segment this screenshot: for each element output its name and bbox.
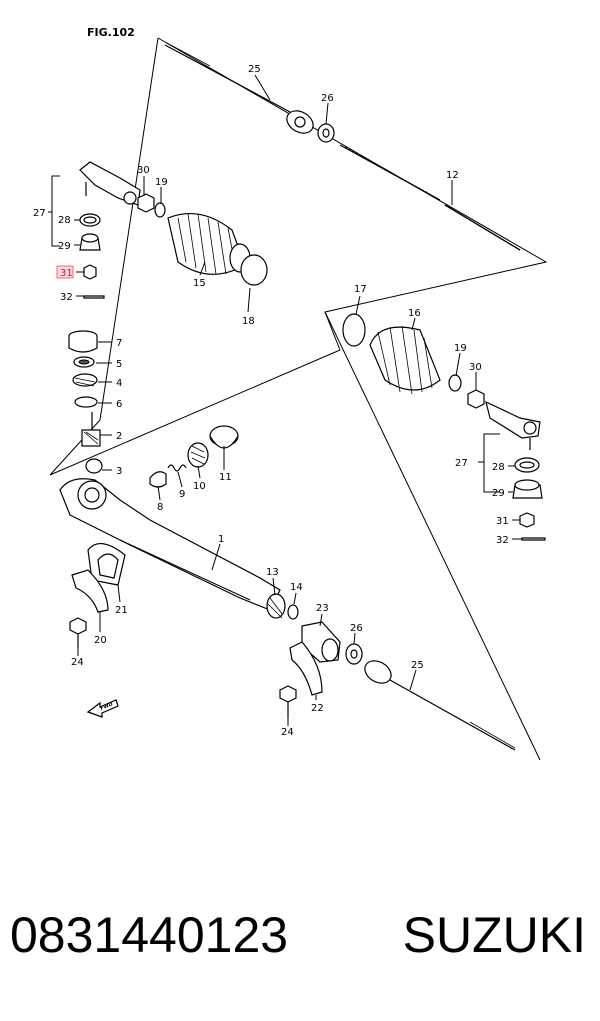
seal-28-lower xyxy=(514,457,540,473)
callout-24: 24 xyxy=(281,727,294,738)
bearing-3 xyxy=(85,458,103,474)
bushing-13 xyxy=(266,593,286,619)
callout-15: 15 xyxy=(193,278,206,289)
seat-29-upper xyxy=(79,233,101,251)
callout-9: 9 xyxy=(179,489,185,500)
tie-rod-end-right xyxy=(485,400,541,450)
callout-12: 12 xyxy=(446,170,459,181)
callout-8: 8 xyxy=(157,502,163,513)
callout-3: 3 xyxy=(116,466,122,477)
callout-13: 13 xyxy=(266,567,279,578)
brand-name: SUZUKI xyxy=(402,907,586,963)
seat-29-lower xyxy=(512,479,543,499)
part-number: 0831440123 xyxy=(10,907,289,963)
ring-6 xyxy=(74,396,98,408)
callout-31-highlight xyxy=(56,265,74,279)
callout-32: 32 xyxy=(496,535,509,546)
clamp-17 xyxy=(342,313,366,347)
callout-29: 29 xyxy=(492,488,505,499)
callout-14: 14 xyxy=(290,582,303,593)
callout-29: 29 xyxy=(58,241,71,252)
bracket-22 xyxy=(289,641,323,696)
callout-7: 7 xyxy=(116,338,122,349)
callout-25: 25 xyxy=(411,660,424,671)
callout-28: 28 xyxy=(492,462,505,473)
frame-lines xyxy=(49,37,548,761)
steering-rack-exploded-diagram: FIG.102 xyxy=(33,26,548,761)
callout-19: 19 xyxy=(454,343,467,354)
nut-31-upper xyxy=(83,264,97,280)
callout-labels: 25 26 12 30 19 27 28 29 31 32 15 18 17 1… xyxy=(33,64,509,738)
callout-11: 11 xyxy=(219,472,232,483)
fwd-label: FWD xyxy=(100,701,114,711)
callout-31: 31 xyxy=(496,516,509,527)
inner-tie-rod-upper xyxy=(164,41,314,134)
callout-4: 4 xyxy=(116,378,122,389)
bracket-20 xyxy=(71,569,109,613)
rack-housing-1 xyxy=(59,478,281,611)
callout-30: 30 xyxy=(137,165,150,176)
pinion-2 xyxy=(81,412,101,447)
cotter-pin-32-upper xyxy=(83,295,105,299)
callout-32: 32 xyxy=(60,292,73,303)
bracket-21 xyxy=(87,543,126,586)
callout-21: 21 xyxy=(115,605,128,616)
washer-19-upper xyxy=(154,202,166,218)
seal-28-upper xyxy=(79,213,101,227)
clamp-18 xyxy=(240,254,268,286)
callout-17: 17 xyxy=(354,284,367,295)
lock-washer-26-lower xyxy=(345,643,363,665)
leader-lines xyxy=(48,74,522,726)
callout-18: 18 xyxy=(242,316,255,327)
washer-19-lower xyxy=(448,374,462,392)
bolt-24-left xyxy=(69,617,87,648)
callout-10: 10 xyxy=(193,481,206,492)
boot-15 xyxy=(167,212,251,275)
bolt-24-right xyxy=(279,685,297,718)
cap-11 xyxy=(209,425,239,449)
bushing-5 xyxy=(73,356,95,368)
bushing-23 xyxy=(301,621,341,663)
cotter-pin-32-lower xyxy=(521,537,546,541)
callout-2: 2 xyxy=(116,431,122,442)
callout-20: 20 xyxy=(94,635,107,646)
ring-14 xyxy=(287,604,299,620)
callout-5: 5 xyxy=(116,359,122,370)
nut-30-lower xyxy=(467,389,485,409)
spring-9 xyxy=(167,464,187,472)
yoke-8 xyxy=(149,471,167,488)
plug-4 xyxy=(72,373,98,387)
nut-31-lower xyxy=(519,512,535,528)
callout-1: 1 xyxy=(218,534,224,545)
callout-25: 25 xyxy=(248,64,261,75)
callout-19: 19 xyxy=(155,177,168,188)
figure-title: FIG.102 xyxy=(87,26,135,39)
callout-23: 23 xyxy=(316,603,329,614)
callout-24: 24 xyxy=(71,657,84,668)
callout-28: 28 xyxy=(58,215,71,226)
tie-rod-end-left xyxy=(79,161,141,206)
lock-washer-26-upper xyxy=(317,123,335,143)
callout-26: 26 xyxy=(321,93,334,104)
boot-16 xyxy=(369,325,441,395)
rack-12 xyxy=(339,144,521,251)
fwd-arrow-icon: FWD xyxy=(86,699,119,718)
callout-6: 6 xyxy=(116,399,122,410)
cap-7 xyxy=(68,330,98,353)
callout-27: 27 xyxy=(33,208,46,219)
yoke-plug-10 xyxy=(187,442,209,468)
inner-tie-rod-lower xyxy=(364,660,516,751)
callout-16: 16 xyxy=(408,308,421,319)
callout-22: 22 xyxy=(311,703,324,714)
callout-30: 30 xyxy=(469,362,482,373)
callout-27: 27 xyxy=(455,458,468,469)
nut-30-upper xyxy=(137,193,155,213)
callout-31: 31 xyxy=(60,268,73,279)
callout-26: 26 xyxy=(350,623,363,634)
